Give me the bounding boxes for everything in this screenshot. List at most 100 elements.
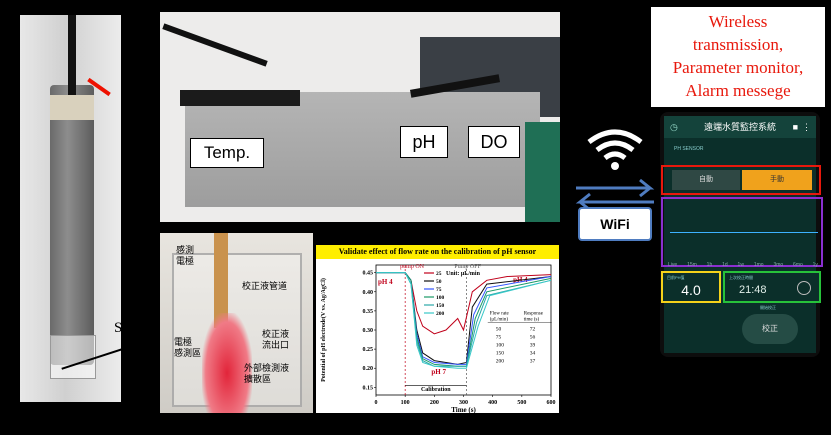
table-cell: 150 — [496, 351, 505, 357]
menu-icon[interactable]: ⋮ — [802, 122, 811, 132]
annotation-pump-off: Pump OFF — [454, 264, 481, 270]
mode-auto-button[interactable]: 自動 — [672, 170, 740, 190]
beaker-label-outlet: 校正液 流出口 — [262, 329, 290, 350]
tick-8[interactable]: 1y — [812, 262, 818, 268]
tick-2[interactable]: 1h — [706, 262, 713, 268]
beaker-label-channel: 校正液管道 — [242, 281, 288, 291]
table-cell: 37 — [530, 359, 536, 365]
chart-svg: 0 100 200 300 400 500 600 0.45 0.40 0.35 0.30 0.25 0… — [320, 264, 556, 413]
table-cell: 34 — [530, 351, 536, 357]
legend-label-100: 100 — [436, 295, 445, 301]
calib-time-widget: 上次校正時間 21:48 — [723, 271, 821, 303]
probe-cap-top — [50, 95, 94, 120]
x-axis-label: Time (s) — [451, 406, 476, 413]
phone-screen: ◷ 遠端水質監控系統 ■ ⋮ PH SENSOR — [664, 116, 816, 353]
y-tick-label: 0.35 — [363, 309, 374, 315]
beaker-label-zone: 電極 感測區 — [174, 337, 202, 358]
label-temp: Temp. — [190, 138, 264, 168]
mode-switch-frame — [661, 165, 821, 195]
probe-cable — [68, 15, 76, 95]
probe-bottom-cap — [50, 335, 96, 379]
label-do: DO — [468, 126, 520, 158]
chart-panel: Validate effect of flow rate on the cali… — [316, 245, 559, 413]
chart-title: Validate effect of flow rate on the cali… — [316, 245, 559, 259]
red-diffusion — [202, 313, 252, 413]
cable-1 — [162, 23, 268, 67]
label-ph: pH — [400, 126, 448, 158]
legend-label-50: 50 — [436, 279, 442, 285]
table-cell: 56 — [530, 335, 536, 341]
x-tick-label: 600 — [547, 400, 556, 406]
probe-photo: S — [20, 15, 129, 402]
phone-graph-ticks: Live 15m 1h 1d 1w 1mo 3mo 6mo 1y — [668, 262, 818, 268]
series-line-200 — [376, 272, 552, 369]
x-tick-label: 500 — [517, 400, 526, 406]
tick-1[interactable]: 15m — [687, 262, 697, 268]
phone-graph-frame — [661, 197, 823, 267]
annotation-ph7: pH 7 — [431, 368, 446, 376]
phone-topbar: ◷ 遠端水質監控系統 ■ ⋮ — [664, 116, 816, 138]
y-tick-label: 0.20 — [363, 366, 374, 372]
calib-label: 開始校正 — [760, 305, 776, 310]
table-cell: 50 — [496, 327, 502, 333]
legend-label-150: 150 — [436, 303, 445, 309]
device-connectors — [180, 90, 300, 106]
annotation-ph4-left: pH 4 — [378, 278, 393, 286]
legend-title: Unit: μL/min — [446, 271, 481, 277]
table-cell: 100 — [496, 343, 505, 349]
table-header: Response — [524, 312, 544, 317]
y-tick-label: 0.40 — [363, 290, 374, 296]
x-tick-label: 400 — [488, 400, 497, 406]
table-header: time (s) — [524, 318, 540, 323]
beaker-label-diffusion: 外部檢測液 擴散區 — [244, 363, 290, 384]
probe-tube — [50, 85, 94, 365]
mode-manual-button[interactable]: 手動 — [742, 170, 812, 190]
x-tick-label: 200 — [430, 400, 439, 406]
tick-6[interactable]: 3mo — [773, 262, 784, 268]
calib-time-label: 上次校正時間 — [729, 275, 753, 280]
legend-label-25: 25 — [436, 271, 442, 277]
table-cell: 39 — [530, 343, 536, 349]
series-line-100 — [376, 272, 552, 367]
y-tick-label: 0.45 — [363, 271, 374, 277]
y-tick-label: 0.25 — [363, 347, 374, 353]
clock-icon-2 — [797, 281, 811, 295]
table-header: (μL/min) — [490, 318, 509, 323]
probe-label-partial: S — [114, 320, 123, 336]
x-tick-label: 0 — [375, 400, 378, 406]
table-header: Flow rate — [490, 312, 510, 317]
header-line-2: transmission, — [692, 35, 784, 54]
beaker-photo: 感測 電極 校正液管道 校正液 流出口 電極 感測區 外部檢測液 擴散區 — [160, 233, 313, 413]
device-photo — [160, 12, 560, 222]
calib-button[interactable]: 校正 — [742, 314, 798, 344]
calib-time: 21:48 — [739, 284, 767, 296]
ph-value-widget: 目前PH值 4.0 — [661, 271, 721, 303]
x-tick-label: 300 — [459, 400, 468, 406]
y-tick-label: 0.15 — [363, 385, 374, 391]
header-text-box: Wireless transmission, Parameter monitor… — [650, 6, 826, 108]
tick-5[interactable]: 1mo — [753, 262, 764, 268]
clock-icon[interactable]: ◷ — [670, 122, 678, 132]
tick-0[interactable]: Live — [668, 262, 678, 268]
phone-graph-line — [670, 232, 818, 233]
tick-7[interactable]: 6mo — [793, 262, 803, 268]
stop-icon[interactable]: ■ — [792, 122, 798, 132]
annotation-pump-on: pump ON — [400, 264, 425, 270]
green-mat — [525, 122, 560, 222]
phone-title: 遠端水質監控系統 — [703, 122, 776, 132]
tick-3[interactable]: 1d — [722, 262, 728, 268]
wifi-icon — [587, 129, 643, 170]
y-tick-label: 0.30 — [363, 328, 374, 334]
tick-4[interactable]: 1w — [737, 262, 744, 268]
ph-value-label: 目前PH值 — [667, 275, 685, 280]
legend-label-200: 200 — [436, 311, 445, 317]
header-line-3: Parameter monitor, — [672, 58, 804, 77]
wifi-label: WiFi — [578, 207, 652, 241]
legend-label-75: 75 — [436, 287, 442, 293]
beaker-label-sense: 感測 電極 — [176, 245, 195, 266]
electrode-tube — [214, 233, 228, 328]
phone-tab[interactable]: PH SENSOR — [674, 146, 704, 152]
table-cell: 75 — [496, 335, 502, 341]
ph-value: 4.0 — [681, 282, 701, 298]
header-line-1: Wireless — [708, 12, 768, 31]
